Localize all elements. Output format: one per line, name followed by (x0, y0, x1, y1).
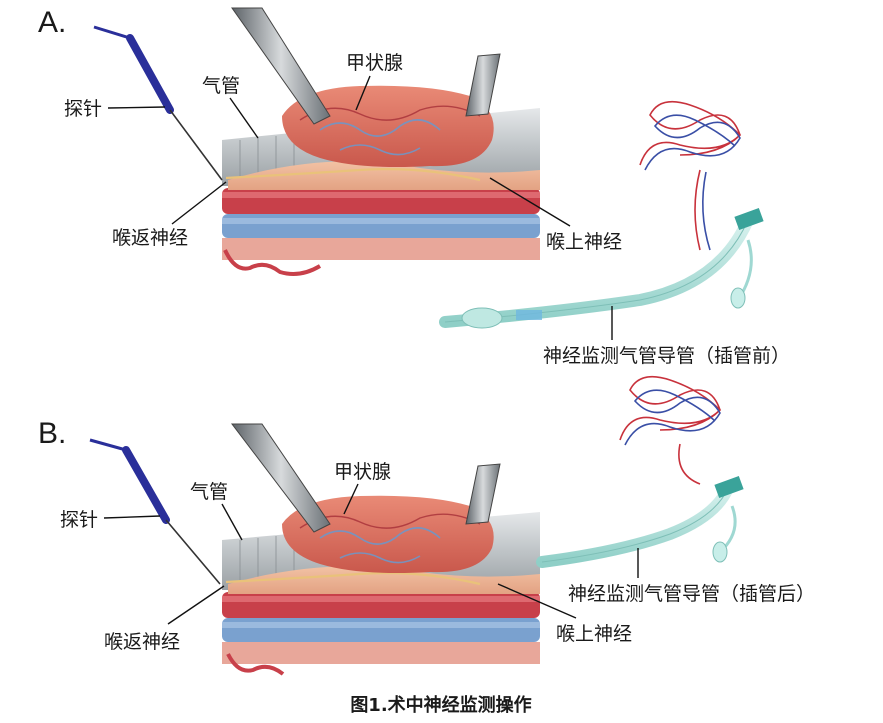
monitoring-tube-a (439, 100, 764, 329)
label-trachea-a: 气管 (202, 75, 240, 97)
carotid-artery-b (222, 592, 540, 618)
label-probe-b: 探针 (60, 509, 98, 531)
probe-b (89, 438, 221, 585)
retractor-right (465, 53, 501, 117)
carotid-artery (222, 188, 540, 214)
panel-b: B. (38, 375, 815, 676)
label-superior-nerve-b: 喉上神经 (556, 623, 632, 645)
panel-a: A. (38, 6, 790, 367)
probe-a (93, 25, 223, 181)
label-tube-b: 神经监测气管导管（插管后） (568, 583, 815, 605)
tube-connector (734, 207, 764, 231)
retractor-left-b (230, 423, 331, 533)
label-recurrent-nerve-b: 喉返神经 (104, 631, 180, 653)
lower-tissue (222, 238, 540, 260)
panel-b-letter: B. (38, 417, 66, 450)
tube-connector-b (714, 475, 744, 499)
muscle-layer (228, 161, 540, 190)
recurrent-nerve-line (225, 168, 481, 182)
jugular-vein (222, 214, 540, 238)
retractor-left (231, 7, 331, 125)
thyroid-gland-b (282, 495, 494, 573)
panel-a-letter: A. (38, 6, 66, 39)
label-tube-a: 神经监测气管导管（插管前） (543, 345, 790, 367)
anatomy-illustration-b (222, 423, 540, 676)
anatomy-illustration-a (222, 7, 540, 276)
figure-caption: 图1.术中神经监测操作 (350, 694, 531, 716)
label-trachea-b: 气管 (190, 481, 228, 503)
label-thyroid-b: 甲状腺 (334, 461, 391, 483)
jugular-vein-b (222, 618, 540, 642)
label-recurrent-nerve-a: 喉返神经 (112, 227, 188, 249)
lower-vessels (223, 249, 322, 276)
label-superior-nerve-a: 喉上神经 (546, 231, 622, 253)
label-probe-a: 探针 (64, 98, 102, 120)
monitoring-tube-b (536, 375, 744, 568)
retractor-right-b (465, 463, 501, 525)
label-thyroid-a: 甲状腺 (346, 52, 403, 74)
